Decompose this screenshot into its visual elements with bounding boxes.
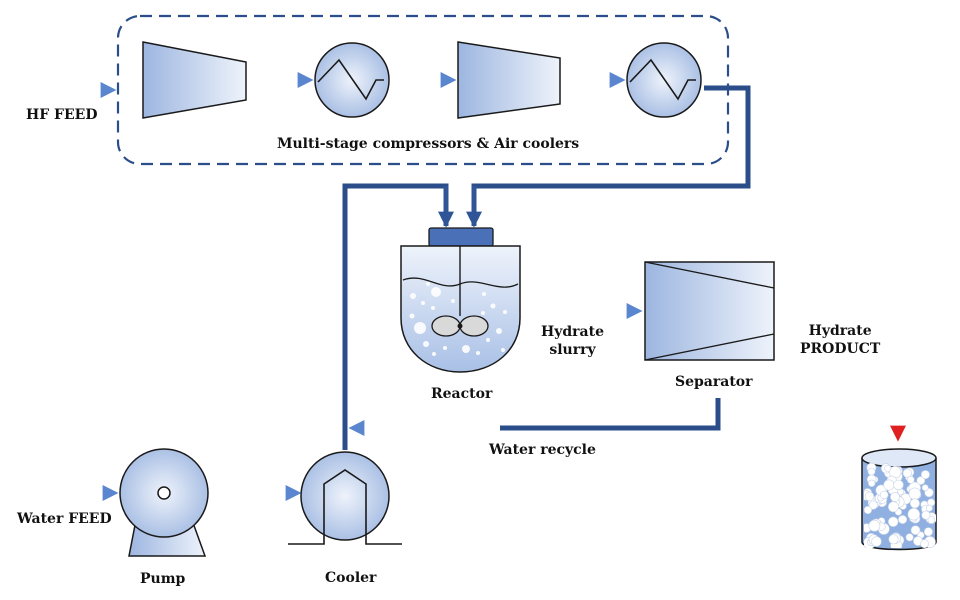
hydrate-particle xyxy=(902,468,912,478)
hydrate-slurry-label: Hydrate slurry xyxy=(541,323,604,359)
hydrate-particle xyxy=(868,519,881,532)
hydrate-product-line2: PRODUCT xyxy=(800,341,881,357)
separator-label: Separator xyxy=(675,374,753,390)
separator-icon xyxy=(644,261,775,361)
pump-label: Pump xyxy=(140,571,186,587)
cooler-label: Cooler xyxy=(325,570,377,586)
hydrate-particle xyxy=(920,539,929,548)
hydrate-particle xyxy=(864,505,872,515)
compressor-icon xyxy=(457,41,561,119)
hydrate-particle xyxy=(888,534,899,545)
hydrate-particle xyxy=(906,475,915,484)
hydrate-particle xyxy=(898,514,908,524)
cooler-icon xyxy=(288,451,402,545)
hydrate-particle xyxy=(916,476,926,485)
hydrate-particle xyxy=(921,510,931,520)
hydrate-particle xyxy=(890,491,900,502)
hydrate-particle xyxy=(871,536,882,547)
water-recycle-label: Water recycle xyxy=(489,442,596,458)
hydrate-particle xyxy=(883,479,895,491)
hydrate-particle xyxy=(920,470,930,480)
hydrate-particle xyxy=(864,491,875,501)
air-cooler-icon xyxy=(626,42,702,118)
hydrate-particle xyxy=(905,533,914,542)
hydrate-particle xyxy=(908,487,921,500)
water-feed-label: Water FEED xyxy=(17,511,112,527)
product-tank-icon xyxy=(861,448,937,551)
hydrate-particle xyxy=(888,501,899,513)
hydrate-particle xyxy=(887,516,899,527)
hydrate-slurry-line1: Hydrate xyxy=(541,324,604,340)
stirred-reactor-icon xyxy=(400,227,521,373)
hydrate-particle xyxy=(893,479,904,491)
reactor-label: Reactor xyxy=(431,386,493,402)
hydrate-slurry-line2: slurry xyxy=(549,342,596,358)
hydrate-particle xyxy=(925,504,933,512)
hydrate-particle xyxy=(907,508,920,521)
pump-icon xyxy=(119,448,209,557)
hydrate-product-line1: Hydrate xyxy=(808,323,872,339)
hydrate-particle xyxy=(923,527,933,537)
hydrate-particle xyxy=(879,490,889,500)
hydrate-particle xyxy=(909,498,920,509)
hydrate-particle xyxy=(884,464,892,472)
compressors-group-label: Multi-stage compressors & Air coolers xyxy=(277,136,580,152)
stream-water-recycle-vertical xyxy=(500,398,721,431)
air-cooler-icon xyxy=(314,42,390,118)
hydrate-particle xyxy=(927,516,936,524)
hydrate-particle xyxy=(867,479,876,487)
hydrate-product-label: Hydrate PRODUCT xyxy=(800,322,880,358)
hf-feed-label: HF FEED xyxy=(26,107,98,123)
compressor-icon xyxy=(142,41,247,119)
hydrate-particle xyxy=(868,500,878,510)
hydrate-particle xyxy=(910,525,921,536)
hydrate-particle xyxy=(867,467,876,476)
hydrate-particle xyxy=(921,484,929,492)
